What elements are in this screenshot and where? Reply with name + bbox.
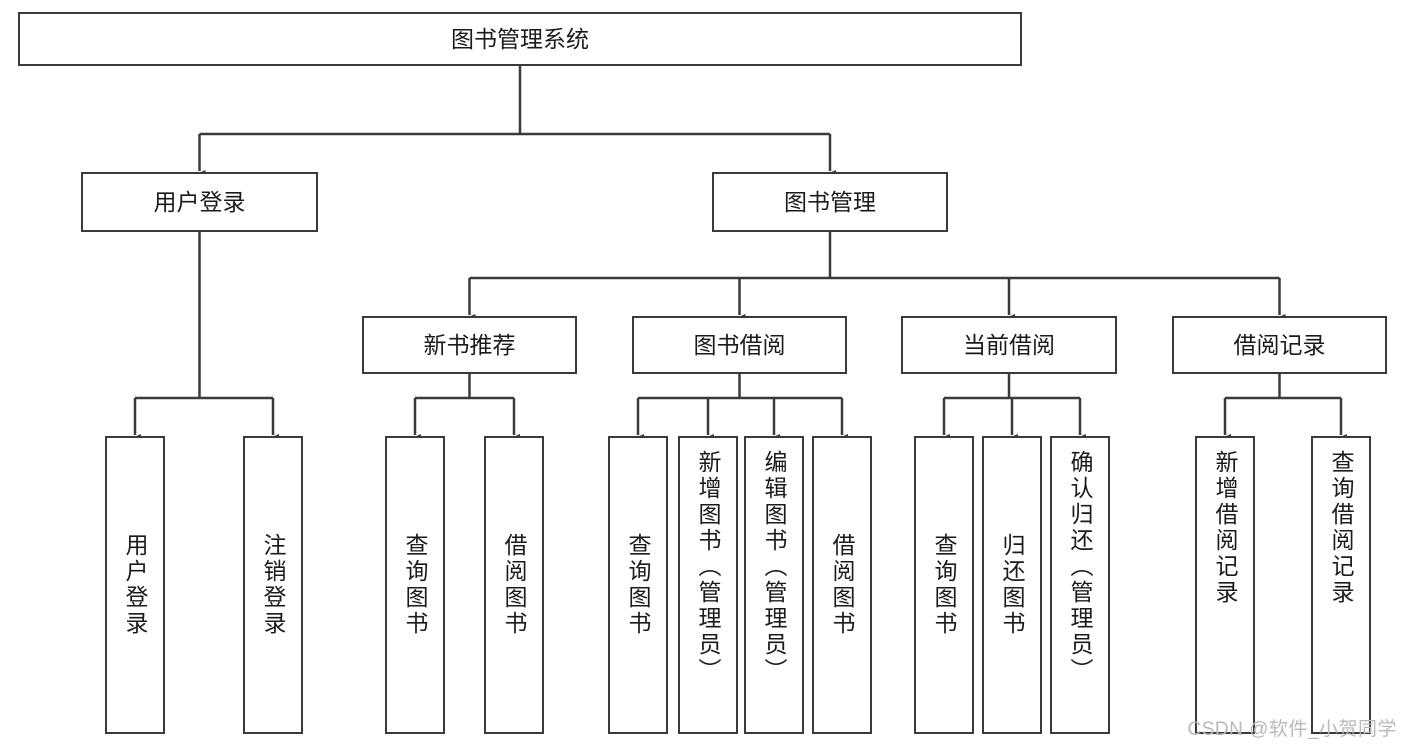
node-leaf-borrow-add-book: 新增图书（管理员）: [678, 436, 738, 734]
node-label: 图书管理: [784, 188, 876, 215]
node-label: 用户登录: [122, 533, 149, 637]
node-label: 确认归还（管理员）: [1067, 450, 1094, 684]
node-root: 图书管理系统: [18, 12, 1022, 66]
node-leaf-record-add: 新增借阅记录: [1195, 436, 1255, 734]
node-label: 查询图书: [625, 533, 652, 637]
node-label: 查询图书: [402, 533, 429, 637]
node-label: 注销登录: [260, 533, 287, 637]
watermark-text: CSDN @软件_小贺同学: [1187, 719, 1397, 740]
node-label: 借阅图书: [501, 533, 528, 637]
node-leaf-rec-borrow-book: 借阅图书: [484, 436, 544, 734]
node-leaf-borrow-borrow-book: 借阅图书: [812, 436, 872, 734]
node-label: 图书管理系统: [451, 25, 589, 52]
node-label: 借阅记录: [1233, 331, 1326, 358]
node-borrow-record: 借阅记录: [1172, 316, 1387, 374]
node-new-book-rec: 新书推荐: [362, 316, 577, 374]
node-leaf-user-login: 用户登录: [105, 436, 165, 734]
node-label: 当前借阅: [963, 331, 1055, 358]
node-leaf-current-query-book: 查询图书: [914, 436, 974, 734]
node-label: 用户登录: [153, 188, 246, 215]
node-leaf-current-confirm-return: 确认归还（管理员）: [1050, 436, 1110, 734]
node-leaf-borrow-edit-book: 编辑图书（管理员）: [744, 436, 804, 734]
node-user-login: 用户登录: [81, 172, 318, 232]
node-book-borrow: 图书借阅: [632, 316, 847, 374]
node-leaf-user-logout: 注销登录: [243, 436, 303, 734]
node-label: 图书借阅: [693, 331, 786, 358]
node-label: 新增图书（管理员）: [695, 450, 722, 684]
node-leaf-record-query: 查询借阅记录: [1311, 436, 1371, 734]
node-leaf-current-return-book: 归还图书: [982, 436, 1042, 734]
node-label: 新书推荐: [423, 331, 516, 358]
node-label: 新增借阅记录: [1212, 450, 1239, 606]
node-leaf-rec-query-book: 查询图书: [385, 436, 445, 734]
node-book-manage: 图书管理: [712, 172, 948, 232]
node-label: 编辑图书（管理员）: [761, 450, 788, 684]
node-label: 查询图书: [931, 533, 958, 637]
node-leaf-borrow-query-book: 查询图书: [608, 436, 668, 734]
node-current-borrow: 当前借阅: [901, 316, 1117, 374]
node-label: 归还图书: [999, 533, 1026, 637]
node-label: 查询借阅记录: [1328, 450, 1355, 606]
node-label: 借阅图书: [829, 533, 856, 637]
